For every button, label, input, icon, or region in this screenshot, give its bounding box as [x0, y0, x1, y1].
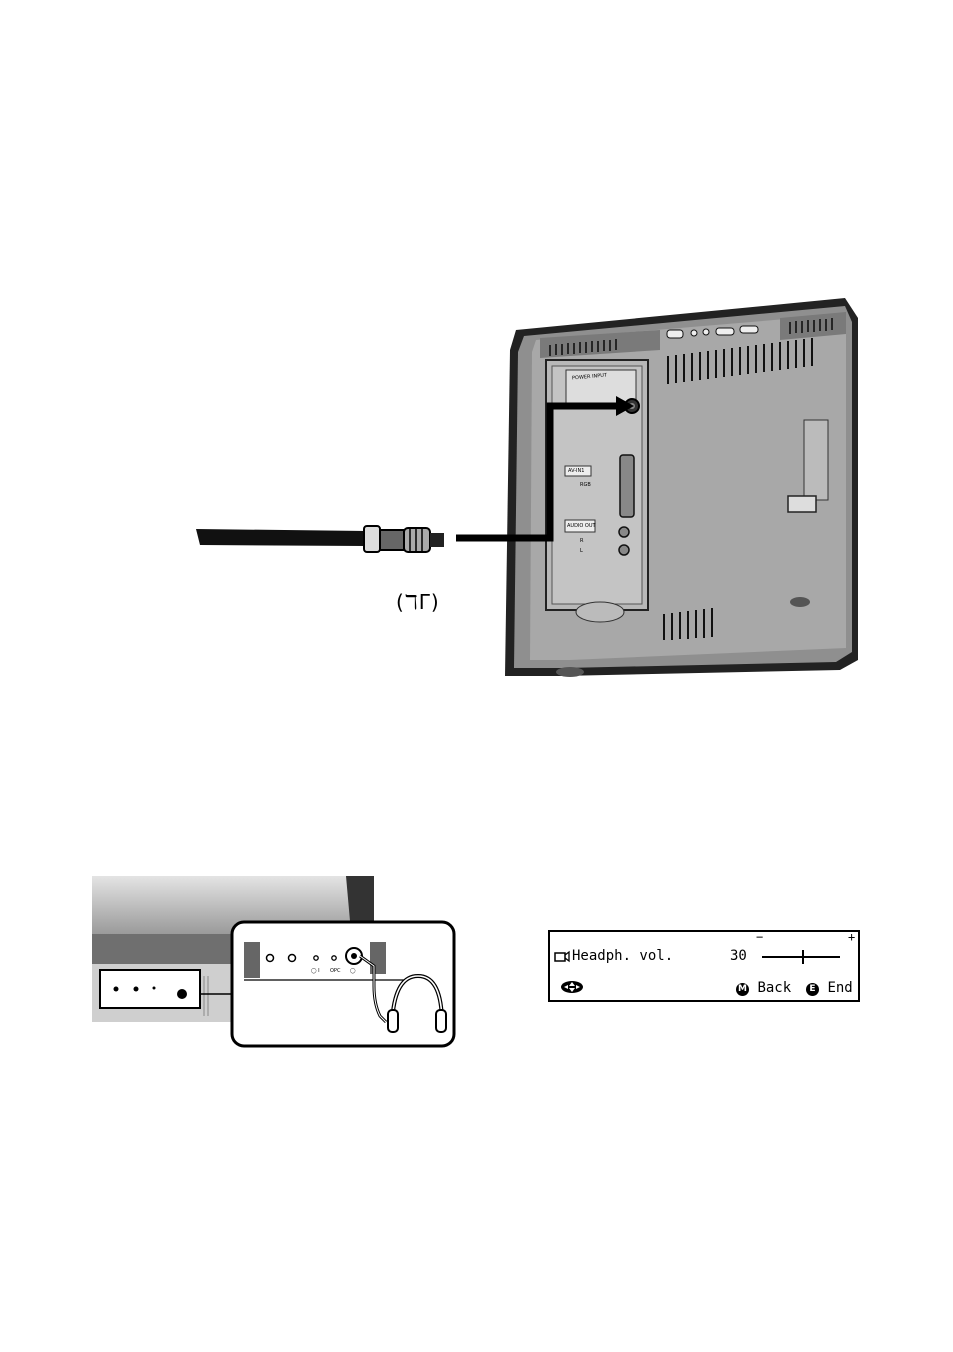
volume-slider-thumb[interactable] — [802, 950, 804, 964]
end-key-icon: E — [806, 983, 819, 996]
headphone-menu-icon — [554, 949, 570, 963]
front-label-headphones: ◯ — [350, 968, 356, 974]
tv-rear-cabinet — [505, 298, 858, 677]
audio-r-label: R — [580, 538, 583, 544]
back-button[interactable]: M Back — [736, 980, 791, 996]
antenna-cable — [196, 526, 444, 552]
audio-out-label: AUDIO OUT — [567, 523, 596, 529]
av-in-label: AV-IN1 — [568, 468, 584, 474]
volume-slider-track[interactable] — [762, 956, 840, 958]
rgb-label: RGB — [580, 482, 591, 488]
front-label-opc: OPC — [330, 968, 340, 974]
osd-volume-value: 30 — [730, 948, 747, 964]
end-label: End — [827, 980, 852, 996]
menu-key-icon: M — [736, 983, 749, 996]
osd-minus-label: − — [756, 930, 763, 944]
antenna-symbol-label: (ℸΓ) — [396, 590, 440, 614]
rear-tv-illustration — [0, 280, 953, 700]
osd-title: Headph. vol. — [572, 948, 673, 964]
front-tv-illustration — [92, 876, 456, 1048]
front-label-i: ◯ I — [311, 968, 320, 974]
audio-l-label: L — [580, 548, 583, 554]
osd-plus-label: + — [848, 930, 855, 944]
osd-headphone-volume-menu: Headph. vol. 30 − + M Back E End — [548, 930, 860, 1002]
back-label: Back — [757, 980, 791, 996]
end-button[interactable]: E End — [806, 980, 853, 996]
navigation-pad-icon — [560, 980, 584, 994]
